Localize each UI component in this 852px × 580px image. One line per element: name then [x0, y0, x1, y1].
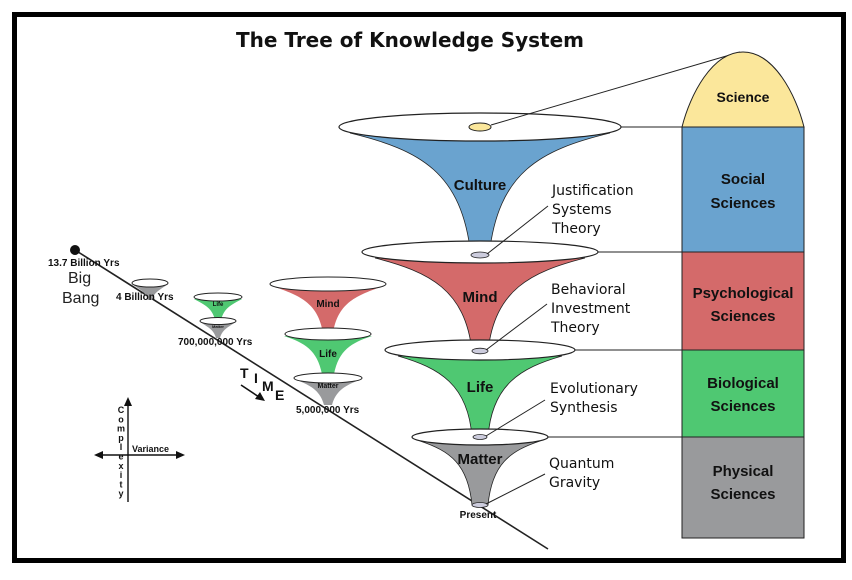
time-letter-i: I [254, 370, 258, 386]
cone-rim-life [193, 292, 243, 302]
mark-4-billion: 4 Billion Yrs [116, 292, 174, 303]
complexity-letter: x [118, 461, 123, 471]
complexity-letter: l [120, 442, 123, 452]
bio-label-1: Biological [707, 375, 779, 392]
cone-label-matter: Matter [457, 451, 502, 468]
time-letter-e: E [275, 387, 284, 403]
cone-rim-life [284, 327, 372, 341]
small-cone-life-label: Life [213, 302, 224, 308]
timeline-line [74, 249, 549, 550]
theory-life: Evolutionary Synthesis [550, 381, 638, 416]
leader-line-mind [485, 303, 548, 351]
leader-line-life [485, 399, 546, 437]
phys-label-1: Physical [713, 463, 774, 480]
cone-matter: Matter [411, 428, 549, 508]
cone-tip-culture [470, 251, 490, 259]
complexity-letter: C [118, 405, 125, 415]
cone-body-matter [200, 322, 236, 338]
time-arrow-icon [240, 384, 265, 401]
small-cone-matter-label: Matter [212, 324, 224, 329]
cone-tip-life [472, 434, 488, 440]
leader-line-culture [486, 205, 549, 255]
left-arrow-icon [94, 451, 103, 459]
cone-rim-mind [269, 276, 387, 292]
big-bang-label-line2: Bang [62, 290, 99, 307]
theory-line: Theory [551, 221, 601, 237]
cone-body-life [397, 355, 563, 438]
cone-rim-matter [199, 317, 237, 325]
complexity-letter: o [118, 414, 124, 424]
theory-line: Theory [550, 320, 600, 336]
big-bang-label-line1: Big [68, 270, 91, 287]
complexity-letter: t [120, 479, 123, 489]
complexity-letter: i [120, 470, 123, 480]
cone-rim [131, 278, 169, 288]
psych-label-1: Psychological [693, 285, 794, 302]
theory-line: Investment [551, 301, 631, 317]
right-arrow-icon [176, 451, 185, 459]
complexity-letter: y [118, 489, 123, 499]
cone-body-life [284, 336, 372, 374]
theory-mind: Behavioral Investment Theory [550, 282, 631, 336]
phys-label-2: Sciences [710, 486, 775, 503]
small-cone-matter-4by [131, 278, 169, 300]
cone-label-culture: Culture [454, 177, 507, 194]
complexity-letter: m [117, 424, 125, 434]
theory-line: Justification [551, 183, 634, 199]
small-cone-group-700my: Life Matter [193, 292, 243, 338]
up-arrow-icon [124, 397, 132, 406]
cone-body-mind [272, 286, 384, 333]
small-cone-life-label-2: Life [319, 349, 337, 360]
cone-tip-mind [471, 347, 489, 355]
social-label-2: Sciences [710, 195, 775, 212]
mark-5-million: 5,000,000 Yrs [296, 405, 360, 416]
theory-line: Synthesis [550, 400, 618, 416]
theory-matter: Quantum Gravity [549, 456, 614, 491]
social-label-1: Social [721, 171, 765, 188]
theory-line: Quantum [549, 456, 614, 472]
cone-rim-matter [293, 372, 363, 384]
cone-label-mind: Mind [463, 289, 498, 306]
small-cone-mind-label: Mind [316, 299, 339, 310]
diagram-title: The Tree of Knowledge System [236, 28, 584, 52]
science-label: Science [717, 89, 770, 105]
cone-body-matter [294, 379, 362, 405]
science-seed [468, 122, 492, 132]
bio-label-2: Sciences [710, 398, 775, 415]
biological-sciences-block [681, 349, 805, 438]
science-dome [681, 51, 805, 128]
social-sciences-block [681, 126, 805, 253]
complexity-letter: p [118, 433, 124, 443]
mark-700-million: 700,000,000 Yrs [178, 337, 253, 348]
start-label: 13.7 Billion Yrs [48, 258, 120, 269]
psychological-sciences-block [681, 251, 805, 351]
cone-body [132, 284, 168, 300]
leader-line-matter [485, 473, 546, 505]
time-letter-t: T [240, 365, 249, 381]
theory-line: Evolutionary [550, 381, 638, 397]
cone-life: Life [384, 339, 576, 438]
psych-label-2: Sciences [710, 308, 775, 325]
cone-tip-matter [471, 502, 489, 508]
theory-line: Behavioral [551, 282, 626, 298]
complexity-letter: e [118, 452, 123, 462]
physical-sciences-block [681, 436, 805, 539]
theory-culture: Justification Systems Theory [551, 183, 634, 237]
cone-label-life: Life [467, 379, 494, 396]
time-letter-m: M [262, 378, 274, 394]
small-cone-group-5my: Mind Life Matter [269, 276, 387, 405]
theory-line: Gravity [549, 475, 600, 491]
theory-line: Systems [552, 202, 612, 218]
small-cone-matter-label-2: Matter [317, 383, 338, 390]
cone-body-life [194, 299, 242, 320]
science-column: Science Social Sciences Psychological Sc… [681, 51, 805, 539]
big-bang-dot [70, 245, 80, 255]
variance-label: Variance [132, 444, 169, 454]
connector-science [490, 51, 741, 126]
mark-present: Present [460, 510, 497, 521]
